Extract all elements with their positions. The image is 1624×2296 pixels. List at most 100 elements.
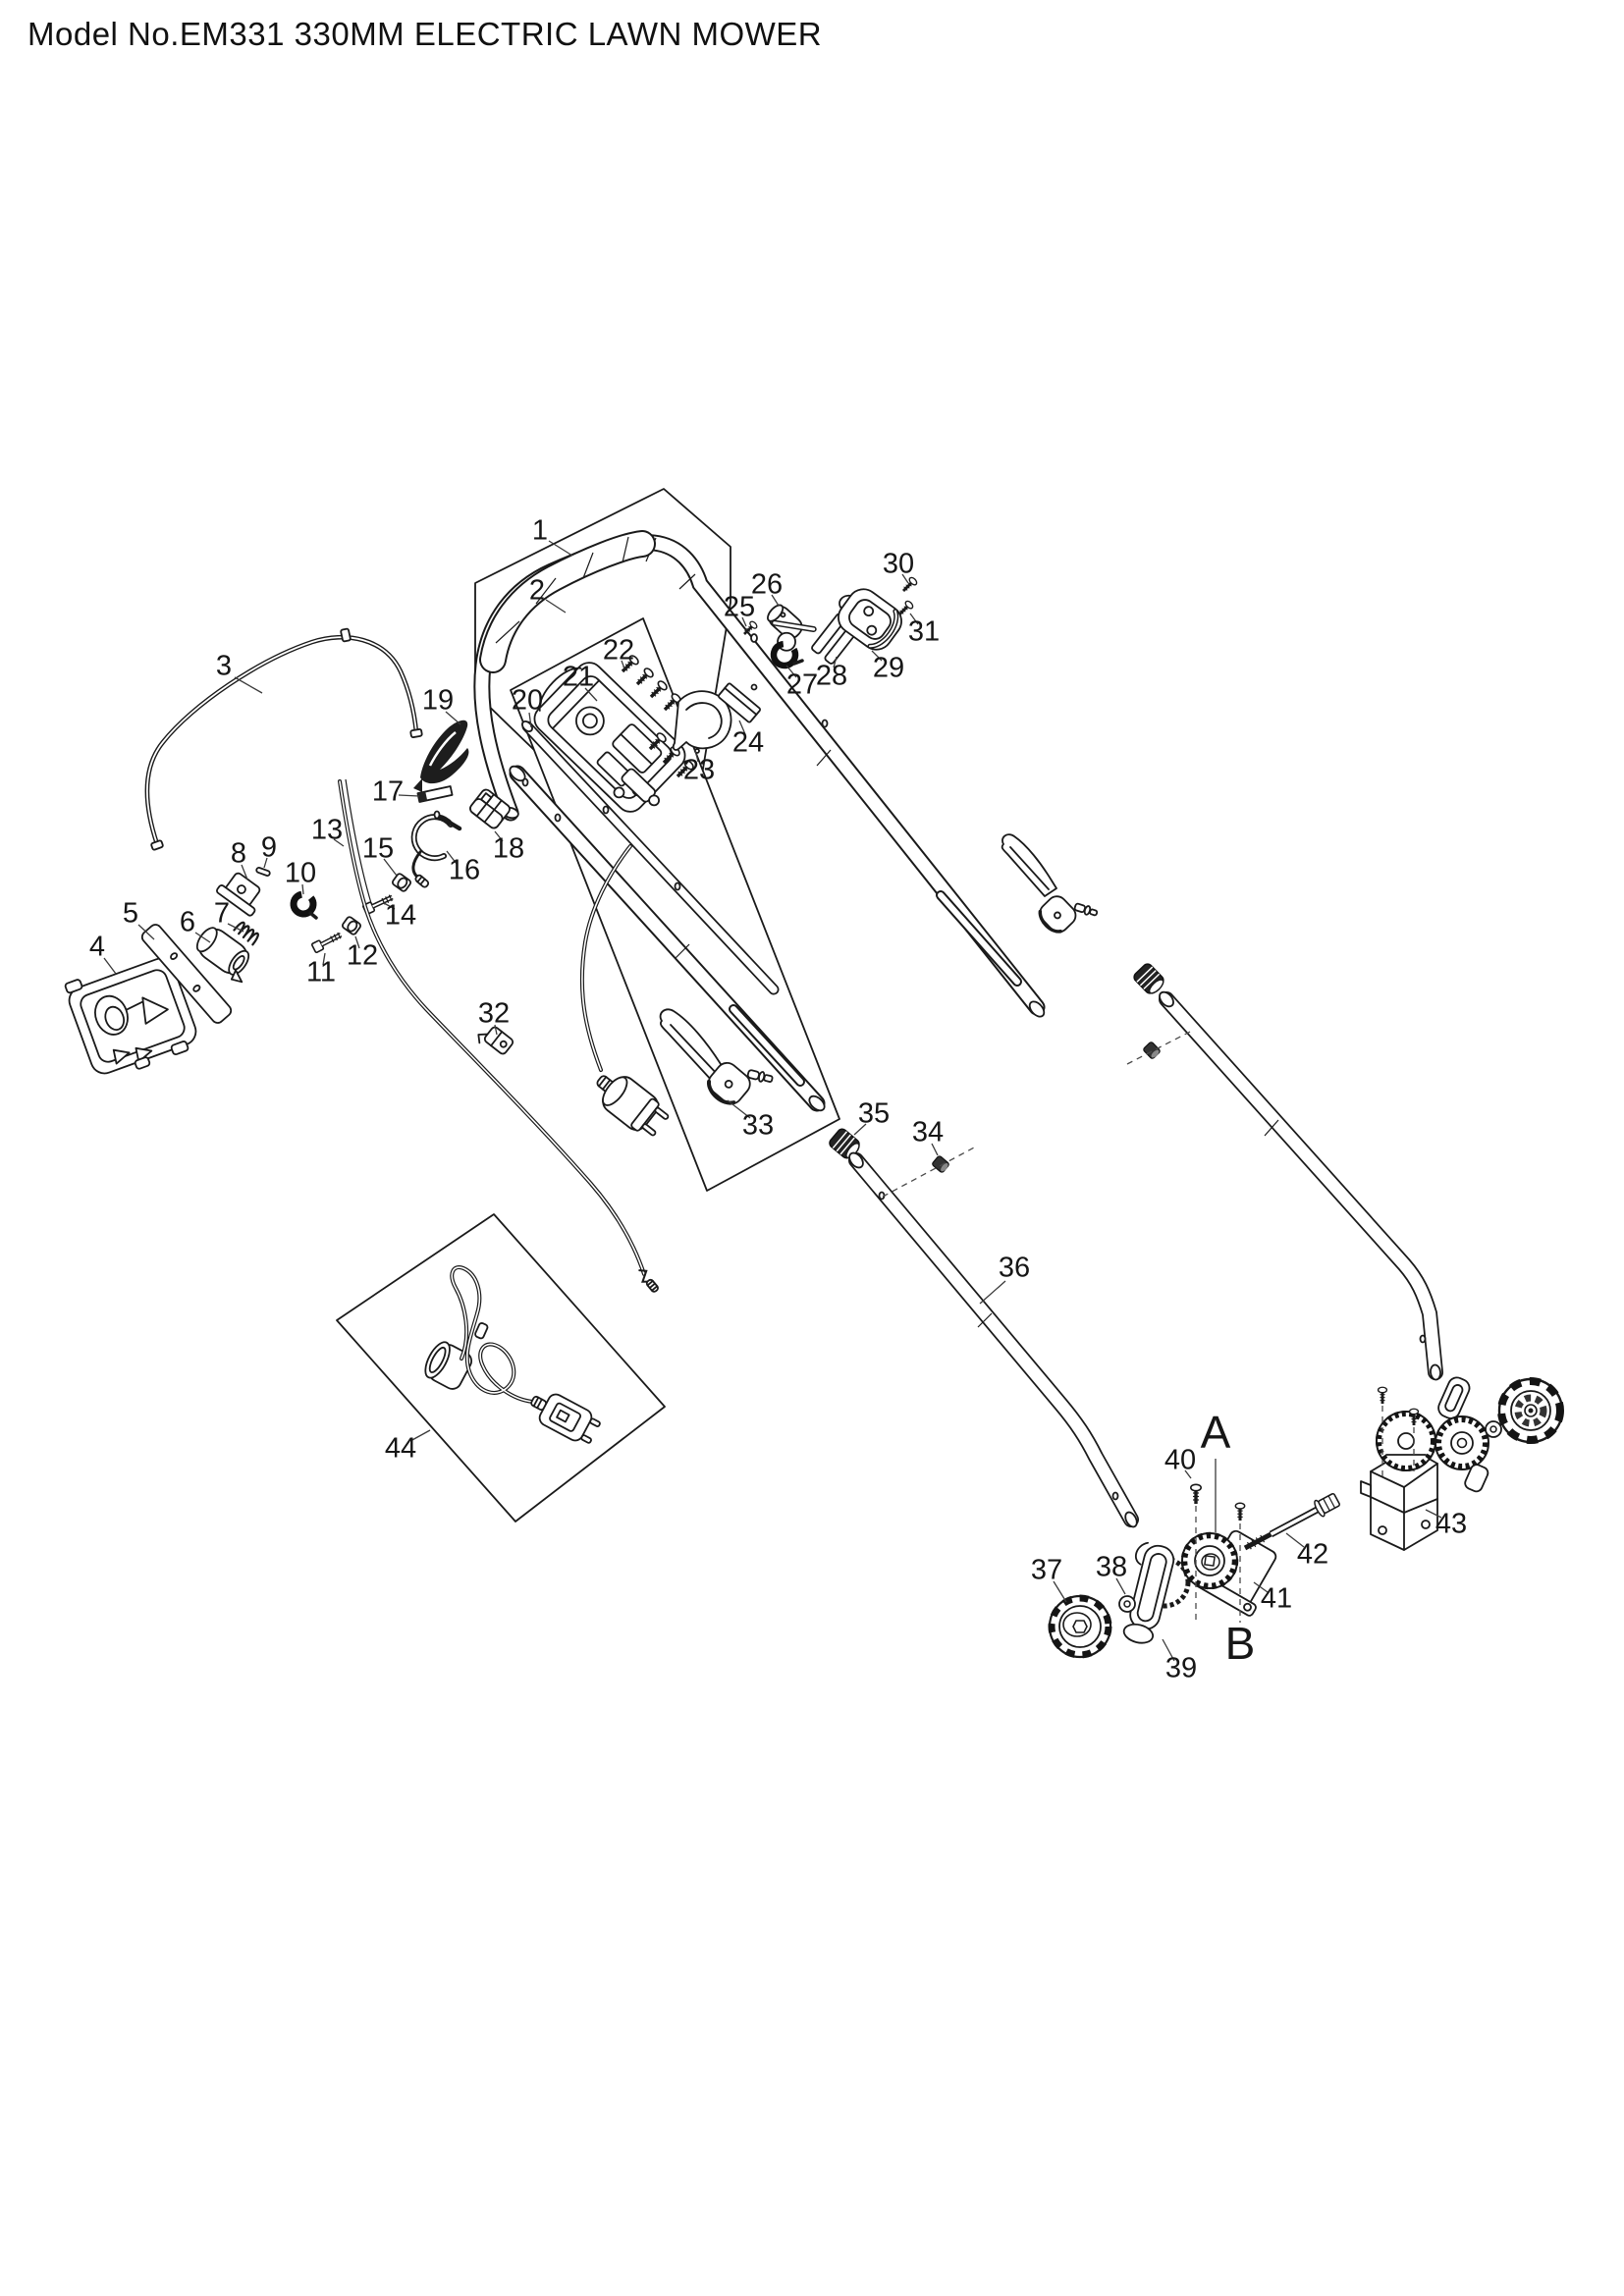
lower-tube-right — [1159, 990, 1443, 1381]
switch-housing — [533, 662, 686, 813]
leader-line-9 — [263, 857, 268, 869]
loop-handle-cable — [144, 627, 423, 851]
bolt-11 — [311, 931, 343, 953]
part-label-19: 19 — [422, 685, 454, 717]
leader-line-28 — [833, 656, 838, 668]
screw-40 — [1189, 1482, 1203, 1506]
leader-line-36 — [979, 1280, 1006, 1305]
cord-clip-32 — [477, 1026, 514, 1055]
part-label-7: 7 — [214, 898, 230, 930]
trim-bar — [521, 720, 780, 995]
leader-line-18 — [494, 830, 504, 842]
leader-line-11 — [322, 952, 326, 966]
leader-line-43 — [1425, 1509, 1442, 1519]
part-label-22: 22 — [603, 635, 634, 667]
part-label-6: 6 — [180, 907, 195, 938]
leader-line-17 — [398, 794, 420, 797]
part-label-10: 10 — [285, 858, 316, 889]
page-title: Model No.EM331 330MM ELECTRIC LAWN MOWER — [27, 16, 822, 52]
part-label-44: 44 — [385, 1433, 416, 1465]
bolt-42 — [1243, 1492, 1340, 1551]
part-label-41: 41 — [1261, 1583, 1292, 1615]
part-label-15: 15 — [362, 833, 394, 865]
part-label-42: 42 — [1297, 1539, 1328, 1571]
washer-38 — [1118, 1595, 1136, 1613]
part-label-29: 29 — [873, 653, 904, 684]
sector-gear-43 — [1376, 1411, 1436, 1471]
part-label-21: 21 — [563, 662, 594, 693]
part-label-35: 35 — [858, 1098, 890, 1130]
part-label-9: 9 — [261, 832, 277, 864]
leader-line-2 — [545, 599, 567, 614]
ring-10 — [290, 890, 318, 920]
leader-line-26 — [771, 594, 780, 607]
star-wheel — [1497, 1377, 1564, 1444]
ratchet-disc-A — [1180, 1531, 1239, 1590]
leader-line-12 — [354, 935, 360, 949]
adjust-lever-39 — [1122, 1541, 1175, 1644]
part-label-5: 5 — [123, 898, 138, 930]
part-label-34: 34 — [912, 1117, 944, 1148]
part-label-3: 3 — [216, 651, 232, 682]
bracket-8 — [216, 872, 261, 917]
ring-27 — [770, 640, 804, 669]
leader-line-30 — [901, 573, 909, 584]
part-label-27: 27 — [786, 669, 818, 701]
dashed-assembly-line-6 — [1126, 1030, 1193, 1065]
part-label-43: 43 — [1435, 1509, 1467, 1540]
power-cord — [579, 844, 632, 1072]
collar-6 — [195, 927, 250, 984]
knob-37 — [1048, 1594, 1112, 1659]
leader-line-27 — [785, 665, 797, 678]
diagram-art — [64, 488, 1564, 1659]
leader-line-22 — [621, 660, 625, 669]
leader-line-13 — [333, 838, 345, 847]
lock-lever-19 — [413, 720, 469, 792]
height-adjust-assembly — [1048, 1376, 1564, 1659]
accessory-box-44 — [336, 1213, 666, 1522]
lower-tube-36 — [848, 1151, 1139, 1528]
leader-line-6 — [194, 932, 211, 943]
clip-18 — [469, 788, 511, 829]
part-label-18: 18 — [493, 833, 524, 865]
leader-line-44 — [409, 1429, 431, 1442]
leader-line-37 — [1053, 1580, 1067, 1603]
handle-grip — [479, 530, 656, 673]
leader-line-5 — [137, 924, 155, 940]
leader-line-42 — [1285, 1532, 1305, 1548]
dashed-assembly-line-5 — [882, 1146, 977, 1198]
left-handle-leg — [509, 765, 826, 1112]
mount-bar-5 — [140, 924, 233, 1024]
part-label-20: 20 — [512, 685, 543, 717]
leader-line-29 — [871, 650, 883, 662]
part-label-24: 24 — [732, 727, 764, 759]
part-label-39: 39 — [1165, 1653, 1197, 1684]
part-label-14: 14 — [385, 900, 416, 932]
part-label-28: 28 — [816, 661, 847, 692]
washer-43 — [1485, 1420, 1502, 1438]
part-label-25: 25 — [724, 592, 755, 623]
part-label-2: 2 — [529, 575, 545, 607]
assembly-dashed-lines — [882, 1030, 1415, 1624]
screw-B — [1233, 1501, 1247, 1522]
leader-line-8 — [241, 864, 248, 881]
uk-plug — [530, 1393, 601, 1444]
part-label-37: 37 — [1031, 1555, 1062, 1586]
part-label-40: 40 — [1164, 1445, 1196, 1476]
screw-43a — [1377, 1385, 1388, 1406]
leader-line-41 — [1253, 1581, 1269, 1593]
spring-7 — [233, 921, 259, 946]
leader-line-7 — [227, 923, 244, 933]
part-label-30: 30 — [883, 549, 914, 580]
leader-line-21 — [584, 687, 598, 702]
part-label-A: A — [1201, 1407, 1231, 1458]
part-label-4: 4 — [89, 932, 105, 963]
gear-link-arm — [1437, 1376, 1471, 1419]
leader-line-16 — [446, 850, 458, 865]
cap-35-right — [1133, 963, 1164, 994]
cam-lever-33 — [659, 1008, 774, 1105]
leader-line-10 — [301, 883, 304, 895]
part-label-31: 31 — [908, 616, 940, 648]
